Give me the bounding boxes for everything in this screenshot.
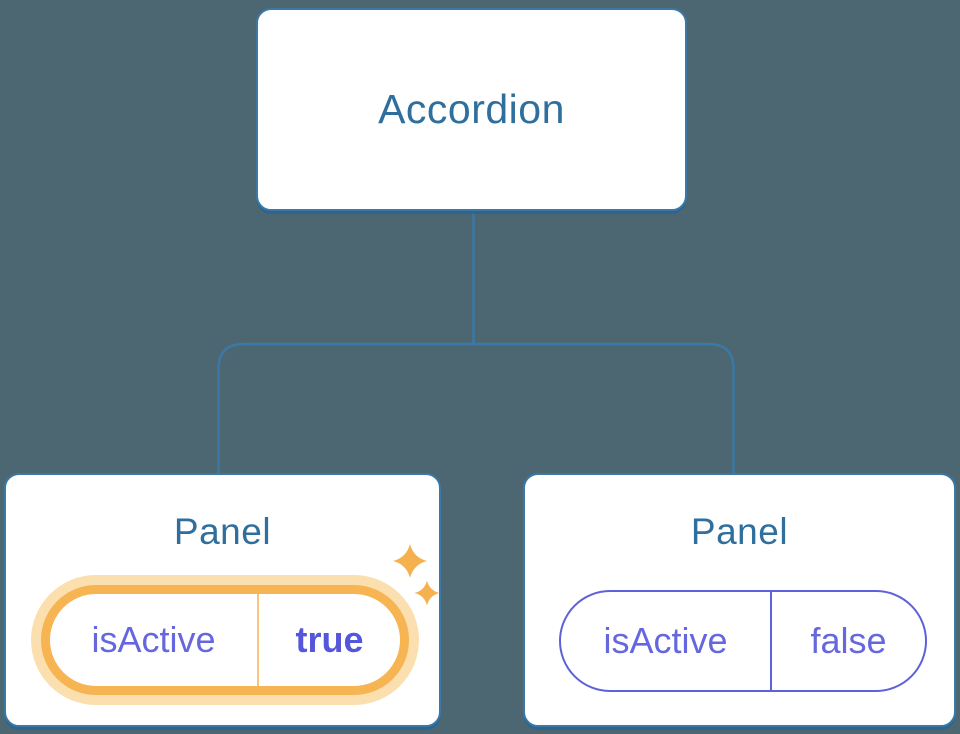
prop-pill-active: isActive true [41, 585, 409, 695]
panel-title: Panel [690, 511, 789, 552]
pill-divider [257, 594, 259, 686]
prop-name-label: isActive [603, 620, 728, 661]
panel-title: Panel [173, 511, 272, 552]
panel-node-active: Panel isActive true [4, 473, 441, 727]
accordion-node: Accordion [256, 8, 687, 211]
accordion-node-label: Accordion [378, 86, 565, 132]
prop-name-label: isActive [91, 619, 216, 660]
prop-pill-active-glow: isActive true [31, 575, 419, 705]
prop-value-label: true [295, 619, 364, 660]
pill-divider [770, 592, 772, 690]
prop-pill-inactive: isActive false [559, 590, 927, 692]
prop-value-label: false [810, 620, 887, 661]
panel-node-inactive: Panel isActive false [523, 473, 956, 727]
